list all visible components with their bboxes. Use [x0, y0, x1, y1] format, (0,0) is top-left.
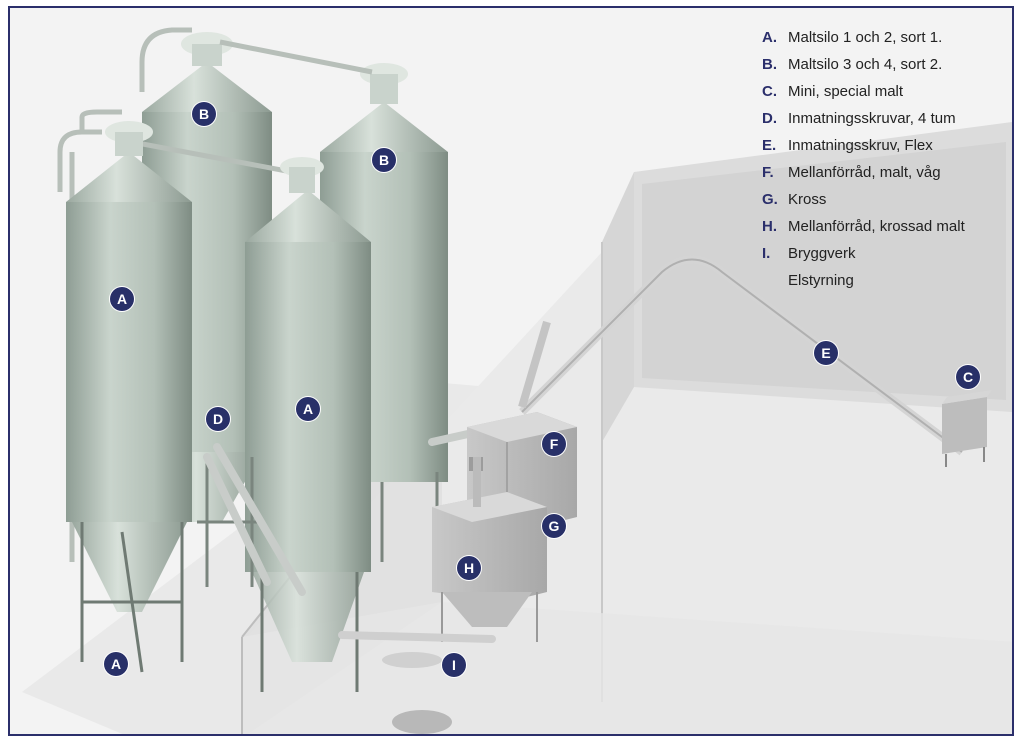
legend-letter: F. [762, 164, 774, 181]
marker-a2: A [296, 397, 320, 421]
silo-a1 [66, 121, 192, 673]
marker-g: G [542, 514, 566, 538]
marker-d: D [206, 407, 230, 431]
marker-i: I [442, 653, 466, 677]
legend-letter: B. [762, 56, 777, 73]
diagram-frame: B B A A A D E C F G H I A. Maltsilo 1 oc… [8, 6, 1014, 736]
legend-text: Mellanförråd, krossad malt [788, 218, 965, 235]
marker-b1: B [192, 102, 216, 126]
legend-item-h: H. Mellanförråd, krossad malt [762, 213, 1012, 240]
flex-conveyor-e [518, 255, 965, 456]
legend-text: Mini, special malt [788, 83, 904, 100]
legend-item-c: C. Mini, special malt [762, 78, 1012, 105]
legend-text: Elstyrning [788, 272, 854, 289]
marker-f: F [542, 432, 566, 456]
legend-letter: A. [762, 29, 777, 46]
marker-h: H [457, 556, 481, 580]
legend-text: Bryggverk [788, 245, 856, 262]
legend-letter: E. [762, 137, 777, 154]
legend-item-elstyrning: Elstyrning [762, 267, 1012, 294]
marker-b2: B [372, 148, 396, 172]
legend-letter: D. [762, 110, 777, 127]
legend-item-d: D. Inmatningsskruvar, 4 tum [762, 105, 1012, 132]
mini-silo-c [942, 390, 992, 467]
legend-letter: H. [762, 218, 777, 235]
legend-item-e: E. Inmatningsskruv, Flex [762, 132, 1012, 159]
legend-item-b: B. Maltsilo 3 och 4, sort 2. [762, 51, 1012, 78]
legend-letter: G. [762, 191, 778, 208]
legend-text: Kross [788, 191, 827, 208]
marker-a1: A [110, 287, 134, 311]
legend-text: Inmatningsskruv, Flex [788, 137, 933, 154]
marker-c: C [956, 365, 980, 389]
legend-item-g: G. Kross [762, 186, 1012, 213]
legend: A. Maltsilo 1 och 2, sort 1. B. Maltsilo… [762, 24, 1012, 294]
brewhouse-i [338, 631, 496, 734]
brewery-scene [10, 8, 1012, 734]
marker-e: E [814, 341, 838, 365]
legend-item-i: I. Bryggverk [762, 240, 1012, 267]
legend-letter: I. [762, 245, 771, 262]
legend-letter: C. [762, 83, 777, 100]
legend-text: Maltsilo 1 och 2, sort 1. [788, 29, 943, 46]
legend-text: Inmatningsskruvar, 4 tum [788, 110, 956, 127]
back-wall [601, 122, 1012, 702]
legend-text: Maltsilo 3 och 4, sort 2. [788, 56, 943, 73]
legend-text: Mellanförråd, malt, våg [788, 164, 941, 181]
legend-item-a: A. Maltsilo 1 och 2, sort 1. [762, 24, 1012, 51]
legend-item-f: F. Mellanförråd, malt, våg [762, 159, 1012, 186]
marker-a3: A [104, 652, 128, 676]
